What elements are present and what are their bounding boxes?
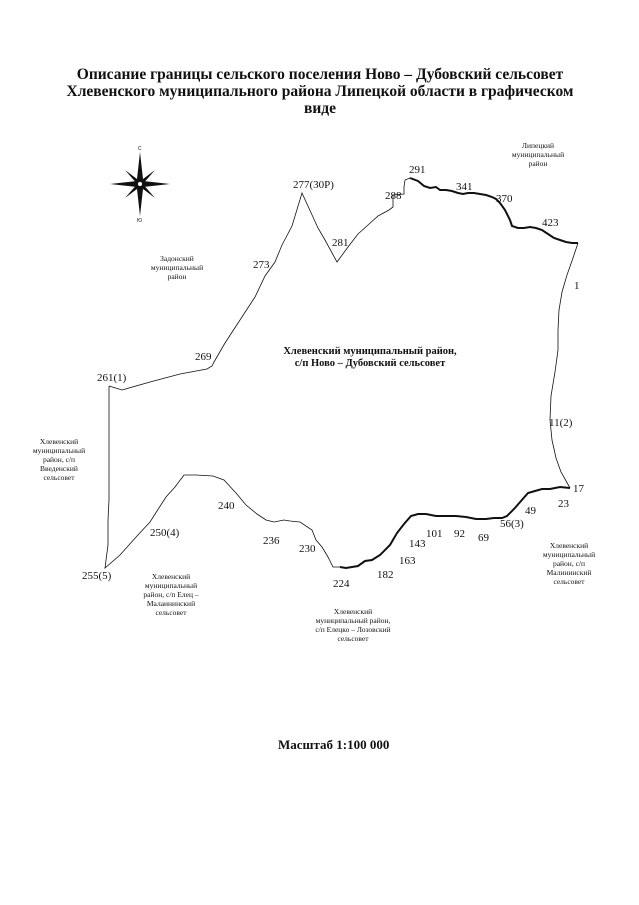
map-title: Описание границы сельского поселения Нов… [60,66,580,117]
title-line-3: виде [303,100,337,117]
point-label: 370 [496,193,513,205]
center-label-line-1: Хлевенский муниципальный район, [283,346,457,357]
point-label: 182 [377,569,394,581]
region-vvedensky: Хлевенский муниципальный район, с/п Введ… [32,437,86,482]
point-label: 250(4) [150,527,180,539]
region-elets-lozovsky: Хлевенский муниципальный район, с/п Елец… [315,607,391,643]
region-zadonsk: Задонский муниципальный район [150,254,204,281]
map-scale: Масштаб 1:100 000 [278,737,390,752]
point-label: 240 [218,500,235,512]
boundary-line [104,177,579,570]
point-label: 49 [525,505,537,517]
point-label: 1 [574,280,580,292]
point-label: 11(2) [549,417,573,429]
point-label: 288 [385,190,402,202]
point-label: 92 [454,528,465,540]
point-label: 56(3) [500,518,524,530]
center-label: Хлевенский муниципальный район, с/п Ново… [270,346,470,370]
region-elets-malaninsky: Хлевенский муниципальный район, с/п Елец… [143,572,199,617]
point-label: 236 [263,535,280,547]
point-label: 23 [558,498,570,510]
title-line-2: Хлевенского муниципального района Липецк… [66,83,574,100]
compass-rose-icon: С Ю [110,146,170,224]
region-malininsky: Хлевенский муниципальный район, с/п Мали… [542,541,596,586]
title-line-1: Описание границы сельского поселения Нов… [76,66,564,83]
point-label: 69 [478,532,490,544]
point-label: 291 [409,164,426,176]
point-label: 281 [332,237,349,249]
point-label: 230 [299,543,316,555]
compass-north-label: С [138,146,142,152]
point-label: 277(30Р) [293,179,334,191]
point-label: 423 [542,217,559,229]
center-label-line-2: с/п Ново – Дубовский сельсовет [294,358,446,369]
point-label: 261(1) [97,372,127,384]
point-label: 17 [573,483,585,495]
point-label: 255(5) [82,570,112,582]
compass-south-label: Ю [137,218,142,224]
point-label: 143 [409,538,426,550]
point-label: 163 [399,555,416,567]
point-label: 224 [333,578,350,590]
point-label: 341 [456,181,473,193]
region-lipetsk: Липецкий муниципальный район [511,141,565,168]
point-label: 101 [426,528,443,540]
point-label: 273 [253,259,270,271]
point-label: 269 [195,351,212,363]
